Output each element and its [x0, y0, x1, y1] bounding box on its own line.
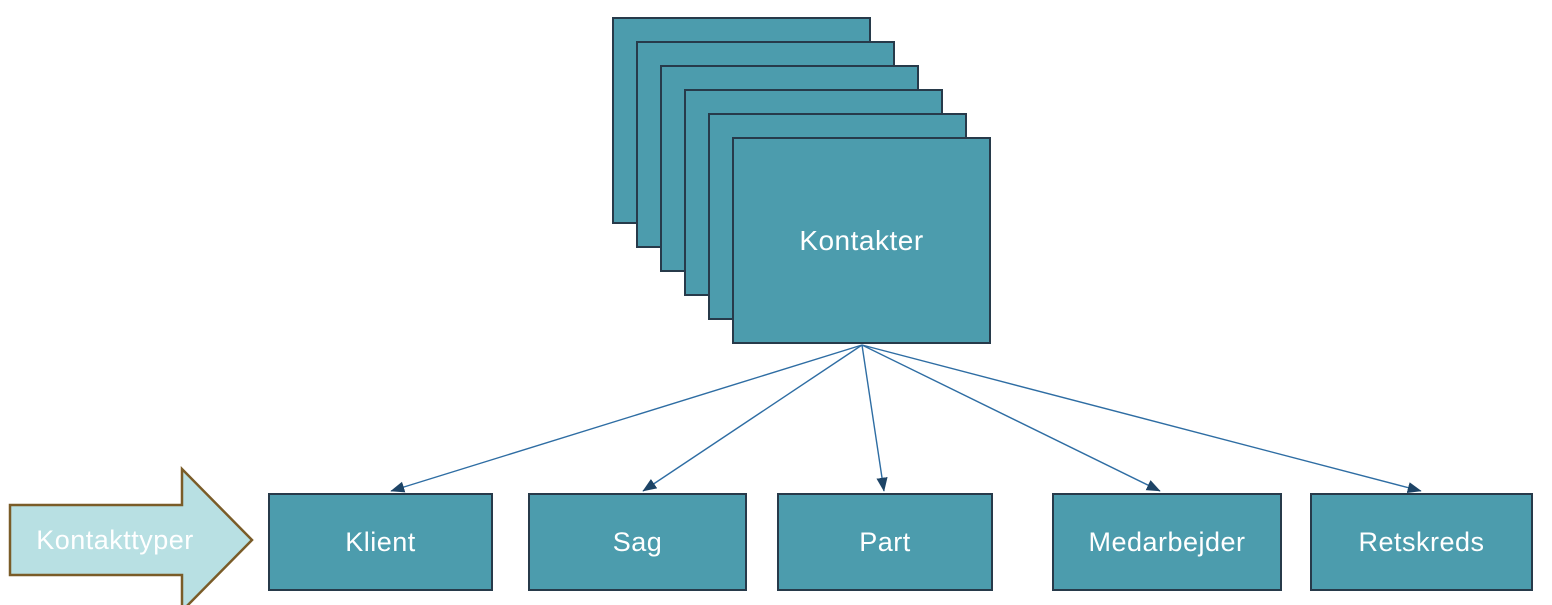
box-part: Part: [777, 493, 993, 591]
box-medarbejder: Medarbejder: [1052, 493, 1282, 591]
box-sag: Sag: [528, 493, 747, 591]
kontakter-card-label: Kontakter: [799, 224, 924, 256]
connector-kontakter-sag: [642, 344, 863, 492]
box-klient-label: Klient: [345, 526, 416, 557]
connector-kontakter-klient: [390, 344, 863, 493]
kontakttyper-label: Kontakttyper: [36, 524, 194, 555]
box-retskreds-label: Retskreds: [1358, 526, 1485, 557]
box-sag-label: Sag: [612, 526, 663, 557]
kontakter-card: Kontakter: [732, 137, 991, 344]
box-medarbejder-label: Medarbejder: [1088, 526, 1246, 557]
connector-kontakter-medarbejder: [861, 344, 1161, 492]
box-klient: Klient: [268, 493, 493, 591]
connector-kontakter-part: [861, 344, 888, 492]
box-part-label: Part: [859, 526, 911, 557]
connector-kontakter-retskreds: [861, 344, 1422, 494]
box-retskreds: Retskreds: [1310, 493, 1533, 591]
